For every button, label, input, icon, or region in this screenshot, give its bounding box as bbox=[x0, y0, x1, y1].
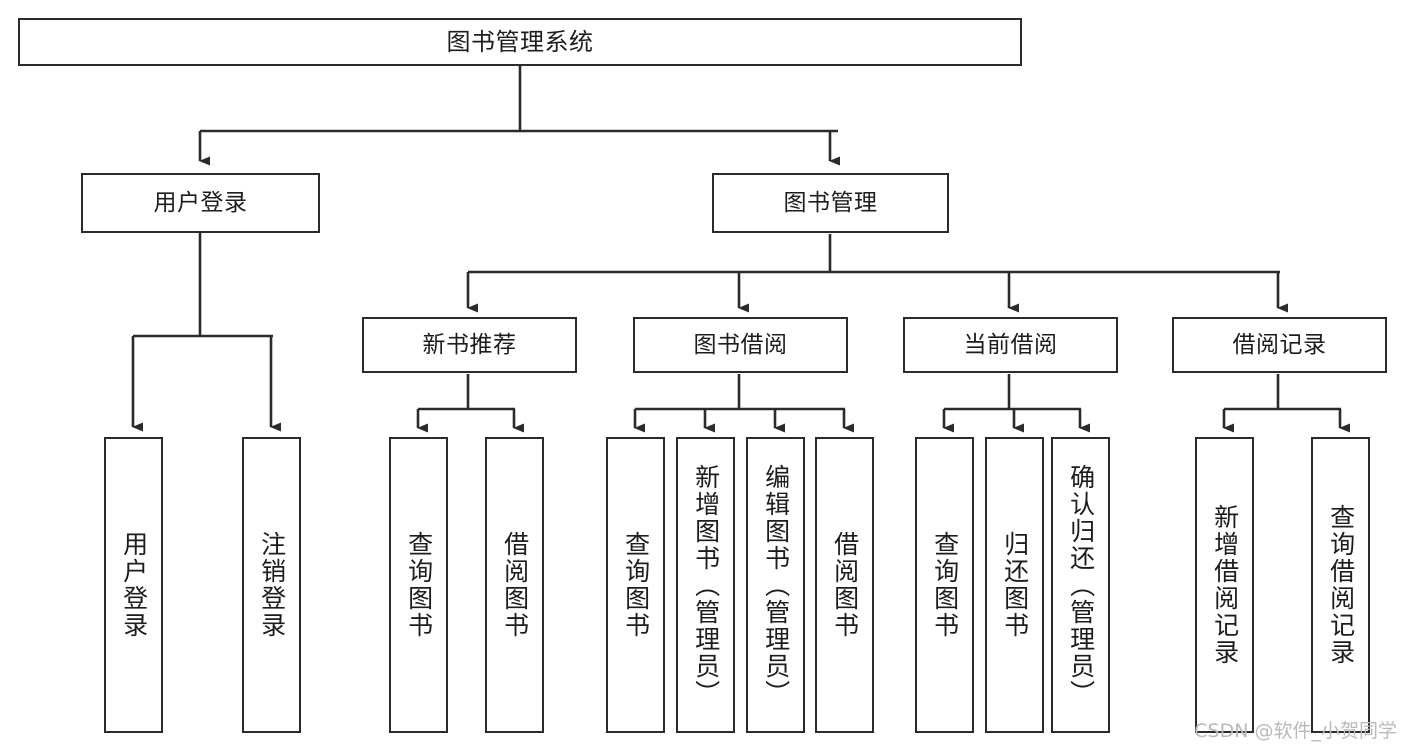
node-book-manage-label: 图书管理 bbox=[783, 189, 878, 216]
node-leaf-edit-book-label: 编辑图书（管理员） bbox=[761, 463, 791, 707]
node-leaf-query-book-3[interactable]: 查询图书 bbox=[915, 437, 974, 733]
node-book-borrow[interactable]: 图书借阅 bbox=[633, 317, 848, 373]
node-leaf-add-book[interactable]: 新增图书（管理员） bbox=[676, 437, 735, 733]
node-leaf-borrow-book-1[interactable]: 借阅图书 bbox=[485, 437, 544, 733]
node-leaf-query-record-label: 查询借阅记录 bbox=[1326, 504, 1356, 666]
node-leaf-query-book-2[interactable]: 查询图书 bbox=[606, 437, 665, 733]
node-leaf-user-login-label: 用户登录 bbox=[119, 531, 149, 639]
node-leaf-borrow-book-2[interactable]: 借阅图书 bbox=[815, 437, 874, 733]
node-leaf-add-record-label: 新增借阅记录 bbox=[1210, 504, 1240, 666]
node-leaf-query-book-1[interactable]: 查询图书 bbox=[389, 437, 448, 733]
node-user-login-label: 用户登录 bbox=[153, 189, 248, 216]
node-leaf-borrow-book-2-label: 借阅图书 bbox=[830, 531, 860, 639]
node-leaf-query-book-2-label: 查询图书 bbox=[621, 531, 651, 639]
node-leaf-query-book-3-label: 查询图书 bbox=[930, 531, 960, 639]
node-leaf-add-record[interactable]: 新增借阅记录 bbox=[1195, 437, 1254, 733]
node-book-manage[interactable]: 图书管理 bbox=[712, 173, 949, 233]
node-leaf-return-book[interactable]: 归还图书 bbox=[985, 437, 1044, 733]
node-leaf-return-book-label: 归还图书 bbox=[1000, 531, 1030, 639]
node-leaf-edit-book[interactable]: 编辑图书（管理员） bbox=[746, 437, 805, 733]
node-root[interactable]: 图书管理系统 bbox=[18, 18, 1022, 66]
node-current-borrow[interactable]: 当前借阅 bbox=[903, 317, 1118, 373]
node-leaf-logout-login[interactable]: 注销登录 bbox=[242, 437, 301, 733]
node-leaf-confirm-return-label: 确认归还（管理员） bbox=[1066, 463, 1096, 707]
node-leaf-logout-login-label: 注销登录 bbox=[257, 531, 287, 639]
node-root-label: 图书管理系统 bbox=[446, 28, 594, 56]
node-leaf-query-book-1-label: 查询图书 bbox=[404, 531, 434, 639]
node-new-book-rec-label: 新书推荐 bbox=[422, 331, 517, 358]
node-leaf-add-book-label: 新增图书（管理员） bbox=[691, 463, 721, 707]
node-leaf-confirm-return[interactable]: 确认归还（管理员） bbox=[1051, 437, 1110, 733]
node-borrow-record[interactable]: 借阅记录 bbox=[1172, 317, 1387, 373]
node-borrow-record-label: 借阅记录 bbox=[1232, 331, 1327, 358]
node-current-borrow-label: 当前借阅 bbox=[963, 331, 1058, 358]
node-leaf-user-login[interactable]: 用户登录 bbox=[104, 437, 163, 733]
watermark: CSDN @软件_小贺同学 bbox=[1194, 720, 1397, 742]
node-leaf-query-record[interactable]: 查询借阅记录 bbox=[1311, 437, 1370, 733]
node-user-login[interactable]: 用户登录 bbox=[81, 173, 320, 233]
node-leaf-borrow-book-1-label: 借阅图书 bbox=[500, 531, 530, 639]
node-new-book-rec[interactable]: 新书推荐 bbox=[362, 317, 577, 373]
node-book-borrow-label: 图书借阅 bbox=[693, 331, 788, 358]
